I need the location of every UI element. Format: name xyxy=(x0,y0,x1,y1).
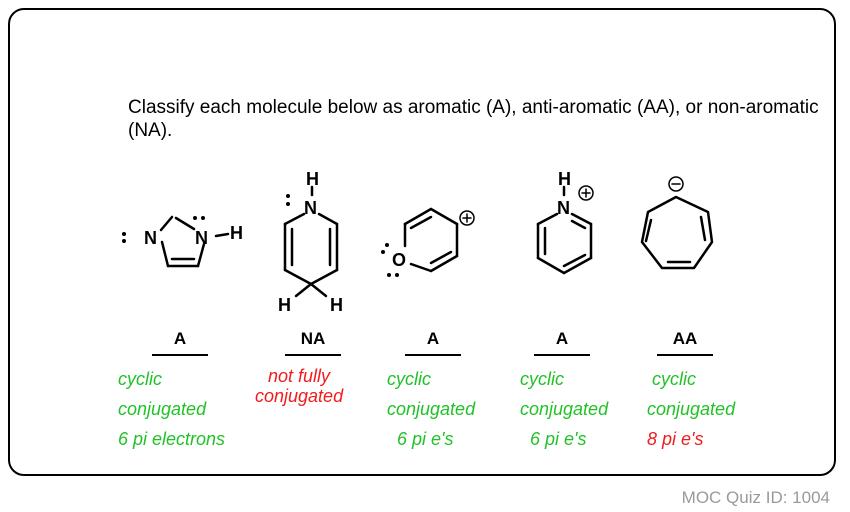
atom-h: H xyxy=(230,223,243,243)
atom-o: O xyxy=(392,250,406,270)
cycloheptatrienyl-anion-structure xyxy=(640,176,714,270)
answer-cycloheptatrienyl: AA xyxy=(655,329,715,356)
answer-underline xyxy=(285,354,341,356)
note-line: conjugated xyxy=(647,399,736,419)
note-line: conjugated xyxy=(387,399,476,419)
note-line: cyclic xyxy=(520,369,564,389)
answer-imidazole: A xyxy=(150,329,210,356)
note-line: 6 pi electrons xyxy=(118,429,226,449)
note-line: conjugated xyxy=(520,399,609,419)
answer-label: A xyxy=(173,329,187,348)
notes-cycloheptatrienyl: cyclic conjugated 8 pi e's xyxy=(647,364,735,454)
dihydropyridine-structure: H N H H xyxy=(278,169,343,315)
answer-underline xyxy=(657,354,713,356)
notes-pyridinium: cyclic conjugated 6 pi e's xyxy=(520,364,608,454)
imidazole-structure: N N H xyxy=(122,215,243,268)
note-line: cyclic xyxy=(118,369,162,389)
answer-label: AA xyxy=(672,329,698,348)
atom-n: N xyxy=(304,198,317,218)
answer-label: A xyxy=(555,329,569,348)
answer-pyridinium: A xyxy=(532,329,592,356)
quiz-frame: Classify each molecule below as aromatic… xyxy=(8,8,836,476)
answer-underline xyxy=(152,354,208,356)
note-line: 6 pi e's xyxy=(530,429,587,449)
note-line: 6 pi e's xyxy=(397,429,454,449)
notes-pyrylium: cyclic conjugated 6 pi e's xyxy=(387,364,475,454)
answer-label: A xyxy=(426,329,440,348)
note-line: cyclic xyxy=(652,369,696,389)
answer-label: NA xyxy=(300,329,326,348)
atom-h-right: H xyxy=(330,295,343,315)
note-line: conjugated xyxy=(118,399,207,419)
note-line: not fully xyxy=(268,366,331,386)
atom-n: N xyxy=(557,198,570,218)
atom-h-left: H xyxy=(278,295,291,315)
pyrylium-structure: O xyxy=(381,207,475,277)
answer-underline xyxy=(534,354,590,356)
quiz-id-label: MOC Quiz ID: 1004 xyxy=(681,488,830,507)
notes-imidazole: cyclic conjugated 6 pi electrons xyxy=(118,364,225,454)
atom-n3: N xyxy=(195,228,208,248)
pyridinium-structure: H N xyxy=(536,169,594,275)
answer-underline xyxy=(405,354,461,356)
note-line: 8 pi e's xyxy=(647,429,704,449)
note-line: cyclic xyxy=(387,369,431,389)
question-prompt: Classify each molecule below as aromatic… xyxy=(128,97,819,141)
answer-dihydropyridine: NA xyxy=(283,329,343,356)
atom-h: H xyxy=(306,169,319,189)
atom-h: H xyxy=(558,169,571,189)
atom-n1: N xyxy=(144,228,157,248)
answer-pyrylium: A xyxy=(403,329,463,356)
notes-dihydropyridine: not fully conjugated xyxy=(255,366,343,406)
note-line: conjugated xyxy=(255,386,344,406)
